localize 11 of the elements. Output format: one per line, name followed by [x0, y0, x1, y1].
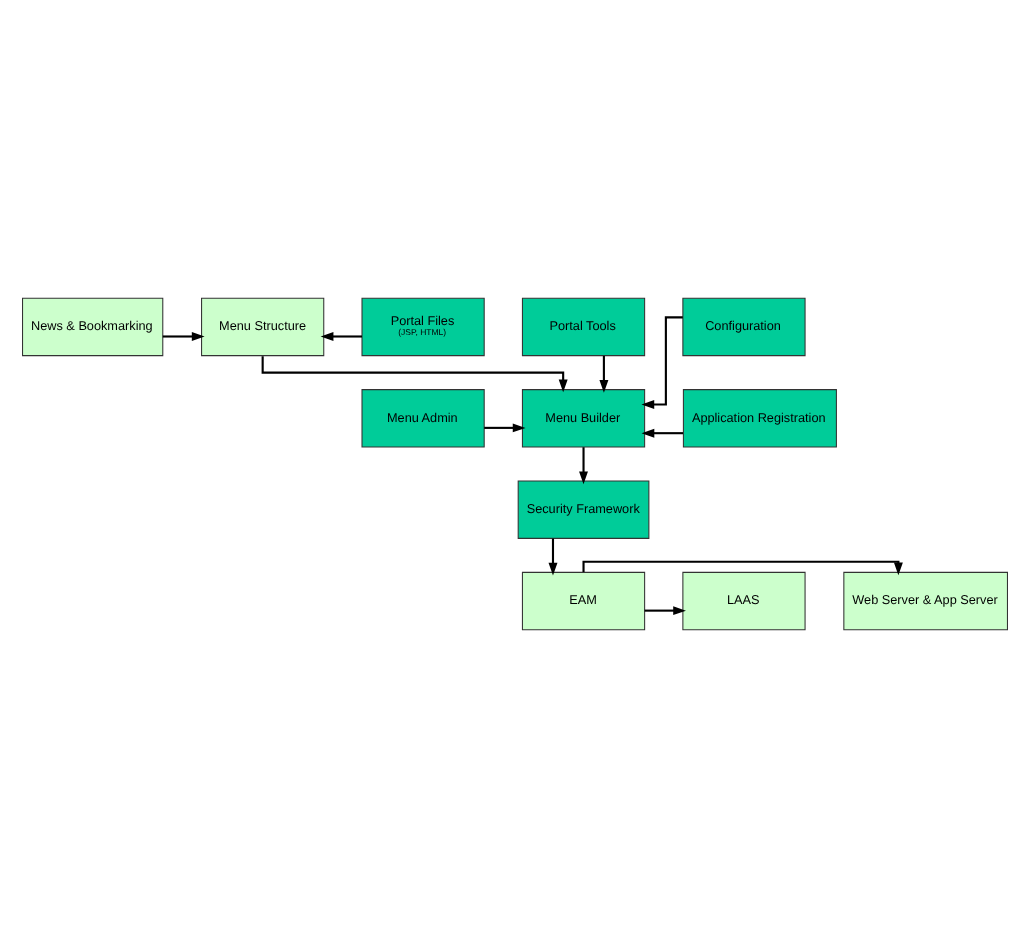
- arrow: [548, 538, 558, 576]
- arrow: [599, 355, 609, 393]
- arrow: [320, 332, 362, 341]
- arrow: [644, 606, 686, 616]
- arrow: [641, 316, 683, 409]
- arrow: [162, 332, 205, 341]
- arrow: [582, 560, 903, 576]
- arrow: [484, 423, 526, 433]
- arrow: [579, 447, 588, 485]
- arrow: [641, 428, 684, 438]
- arrow: [261, 356, 568, 393]
